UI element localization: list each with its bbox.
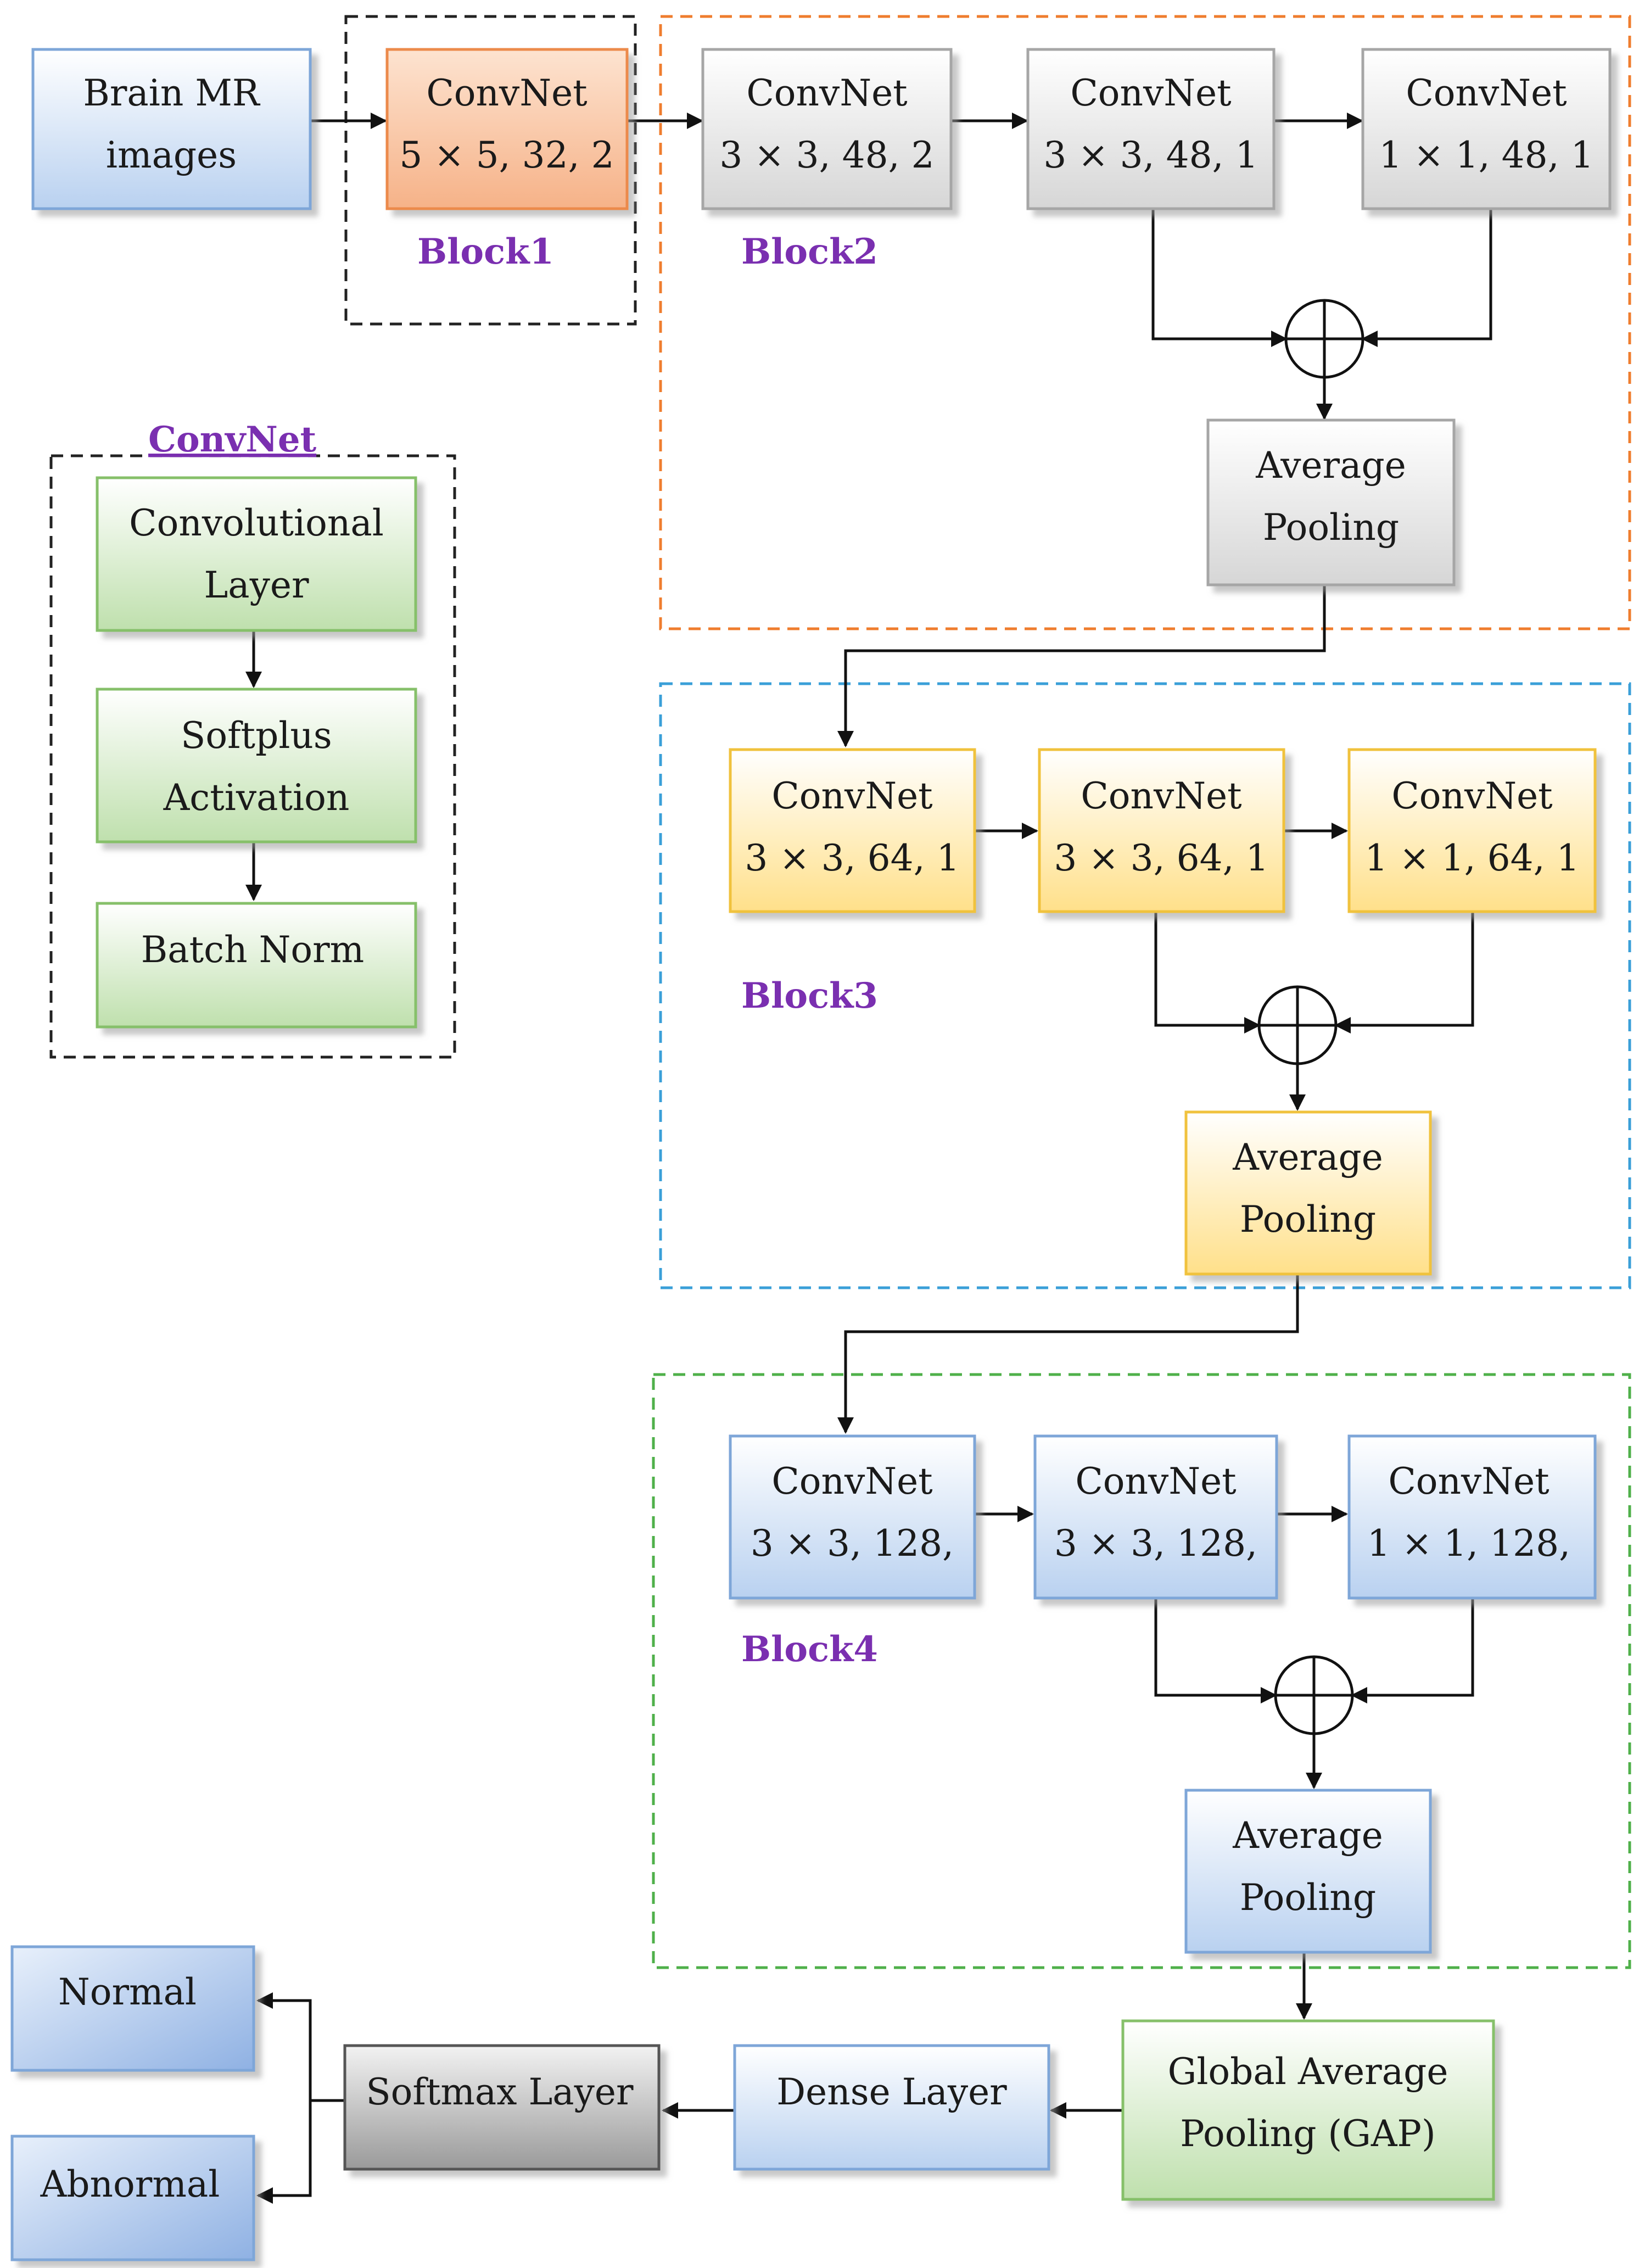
sum-node-block3 (1257, 985, 1338, 1065)
input-line1: Brain MR (83, 72, 261, 114)
normal-text: Normal (58, 1971, 197, 2013)
sum-node-block2 (1284, 299, 1364, 379)
input-line2: images (106, 134, 237, 176)
block4-average-pooling: Average Pooling (1184, 1789, 1432, 1954)
block4-convnet-3-line1: ConvNet (1388, 1460, 1549, 1502)
block4-frame (652, 1373, 1631, 1969)
skip-b4c3-to-sum (1351, 1598, 1474, 1703)
fork-softmax (256, 1992, 345, 2102)
softmax-layer-node: Softmax Layer (343, 2044, 661, 2171)
legend-batch-norm: Batch Norm (96, 902, 417, 1029)
block4-pool-line2: Pooling (1240, 1876, 1376, 1919)
legend-act-line2: Activation (163, 777, 350, 819)
block3-convnet-2-line1: ConvNet (1081, 775, 1241, 817)
dense-layer-node: Dense Layer (733, 2044, 1050, 2171)
block3-convnet-3: ConvNet 1 × 1, 64, 1 (1347, 748, 1597, 913)
block4-convnet-1: ConvNet 3 × 3, 128, (729, 1434, 976, 1600)
softmax-layer-text: Softmax Layer (366, 2071, 634, 2113)
input-node: Brain MR images (31, 48, 312, 210)
fork-softmax-abnormal (256, 2101, 312, 2204)
block4-convnet-2: ConvNet 3 × 3, 128, (1033, 1434, 1278, 1600)
block2-convnet-1-line1: ConvNet (746, 72, 907, 114)
block3-convnet-3-line1: ConvNet (1391, 775, 1552, 817)
block3-convnet-1: ConvNet 3 × 3, 64, 1 (729, 748, 976, 913)
block1-label: Block1 (417, 231, 554, 272)
gap-line1: Global Average (1168, 2051, 1448, 2093)
gap-node: Global Average Pooling (GAP) (1121, 2019, 1495, 2201)
block3-label: Block3 (741, 975, 878, 1016)
arrow-b2pool-to-block3 (837, 585, 1326, 747)
abnormal-output-node: Abnormal (10, 2135, 255, 2261)
block1-convnet: ConvNet 5 × 5, 32, 2 (385, 48, 629, 210)
block2-label: Block2 (741, 231, 878, 272)
block3-convnet-1-line2: 3 × 3, 64, 1 (745, 837, 959, 879)
block4-convnet-3: ConvNet 1 × 1, 128, (1347, 1434, 1597, 1600)
legend-conv-line1: Convolutional (129, 502, 384, 544)
block3-convnet-2-line2: 3 × 3, 64, 1 (1054, 837, 1268, 879)
block2-convnet-3: ConvNet 1 × 1, 48, 1 (1361, 48, 1612, 210)
legend-bn-text: Batch Norm (141, 929, 364, 971)
sum-node-block4 (1274, 1655, 1354, 1735)
skip-b2c3-to-sum (1361, 209, 1492, 347)
block1-frame (344, 15, 637, 326)
block2-convnet-3-line2: 1 × 1, 48, 1 (1379, 134, 1593, 176)
block4-convnet-1-line1: ConvNet (771, 1460, 932, 1502)
block2-frame (659, 15, 1631, 630)
block4-convnet-2-line1: ConvNet (1075, 1460, 1236, 1502)
block4-convnet-2-line2: 3 × 3, 128, (1054, 1522, 1257, 1565)
block2-convnet-1-line2: 3 × 3, 48, 2 (719, 134, 934, 176)
block1-convnet-line2: 5 × 5, 32, 2 (399, 134, 614, 176)
block2-convnet-2: ConvNet 3 × 3, 48, 1 (1026, 48, 1276, 210)
legend-title: ConvNet (148, 419, 317, 460)
legend-softplus-activation: Softplus Activation (96, 688, 417, 843)
legend-frame (49, 454, 456, 1059)
block2-convnet-1: ConvNet 3 × 3, 48, 2 (701, 48, 953, 210)
block4-label: Block4 (741, 1629, 878, 1670)
block3-average-pooling: Average Pooling (1184, 1110, 1432, 1276)
block3-frame (659, 682, 1631, 1289)
block2-pool-line2: Pooling (1263, 506, 1399, 549)
block2-average-pooling: Average Pooling (1206, 418, 1456, 586)
block2-convnet-2-line2: 3 × 3, 48, 1 (1043, 134, 1258, 176)
block4-convnet-3-line2: 1 × 1, 128, (1367, 1522, 1570, 1565)
dense-layer-text: Dense Layer (776, 2071, 1007, 2113)
block1-convnet-line1: ConvNet (426, 72, 587, 114)
abnormal-text: Abnormal (40, 2163, 220, 2205)
arrow-b3pool-to-block4 (837, 1274, 1299, 1434)
block3-pool-line2: Pooling (1240, 1198, 1376, 1241)
skip-b3c3-to-sum (1334, 912, 1474, 1034)
skip-b3c2-to-sum (1154, 912, 1261, 1034)
legend-act-line1: Softplus (181, 714, 332, 757)
block4-convnet-1-line2: 3 × 3, 128, (751, 1522, 954, 1565)
block2-pool-line1: Average (1255, 444, 1406, 487)
block3-convnet-2: ConvNet 3 × 3, 64, 1 (1038, 748, 1285, 913)
gap-line2: Pooling (GAP) (1180, 2113, 1435, 2155)
block2-convnet-2-line1: ConvNet (1070, 72, 1231, 114)
normal-output-node: Normal (10, 1945, 255, 2072)
block3-convnet-1-line1: ConvNet (771, 775, 932, 817)
block2-convnet-3-line1: ConvNet (1406, 72, 1567, 114)
skip-b4c2-to-sum (1154, 1598, 1277, 1703)
block4-pool-line1: Average (1232, 1814, 1383, 1857)
block3-pool-line1: Average (1232, 1136, 1383, 1178)
legend-conv-line2: Layer (204, 564, 309, 606)
legend-convolutional-layer: Convolutional Layer (96, 476, 417, 632)
block3-convnet-3-line2: 1 × 1, 64, 1 (1364, 837, 1579, 879)
connectors (245, 113, 1492, 2204)
skip-b2c2-to-sum (1151, 209, 1288, 347)
